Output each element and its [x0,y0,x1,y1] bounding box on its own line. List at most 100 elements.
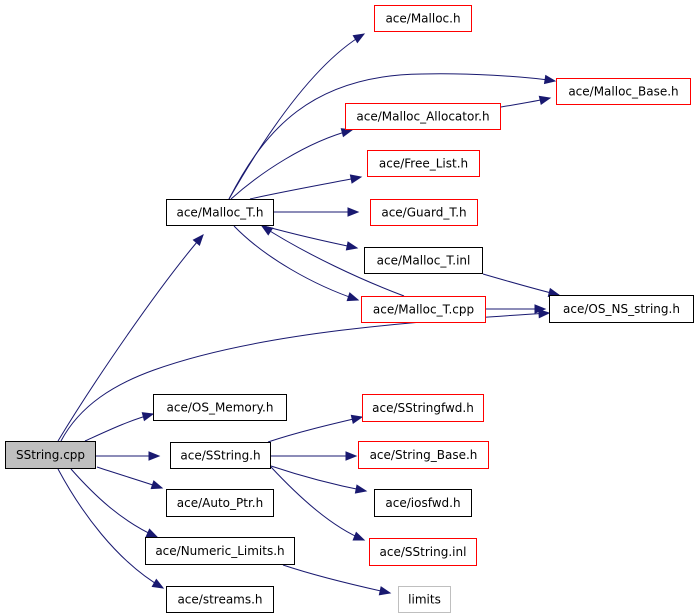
node-malloc-base-h[interactable]: ace/Malloc_Base.h [556,78,691,105]
edge-line [270,465,367,492]
arrowhead-icon [345,241,359,251]
arrowhead-icon [347,207,360,217]
node-box[interactable] [361,296,486,323]
node-box[interactable] [166,199,274,226]
arrowhead-icon [378,586,392,596]
node-label: ace/OS_NS_string.h [563,302,680,316]
node-label: ace/Malloc.h [385,12,460,26]
node-box[interactable] [358,441,489,469]
node-os-ns-string-h[interactable]: ace/OS_NS_string.h [549,295,694,323]
edge-numeric-limits-h-to-limits [282,564,392,596]
edge-sstring-cpp-to-malloc-t-h [57,233,204,442]
node-streams-h[interactable]: ace/streams.h [166,586,274,613]
edge-malloc-t-h-to-malloc-base-h [228,73,557,200]
node-sstring-h[interactable]: ace/SString.h [170,442,271,469]
arrowhead-icon [141,412,155,422]
arrowhead-icon [352,531,366,541]
edge-line [261,225,405,297]
edge-sstring-cpp-to-sstring-h [96,451,161,461]
edge-sstring-cpp-to-numeric-limits-h [70,468,159,538]
edge-sstring-h-to-sstring-inl [270,466,366,541]
edge-line [84,413,154,442]
edge-line [233,225,359,301]
node-box[interactable] [145,537,295,565]
edge-sstring-h-to-sstringfwd-h [267,414,364,443]
node-sstring-cpp[interactable]: SString.cpp [5,441,96,469]
arrowhead-icon [150,480,164,490]
arrowhead-icon [192,233,204,247]
node-malloc-t-cpp[interactable]: ace/Malloc_T.cpp [361,296,486,323]
node-label: ace/Malloc_Allocator.h [356,110,489,124]
arrowhead-icon [260,225,274,236]
node-box[interactable] [170,442,271,469]
node-malloc-t-inl[interactable]: ace/Malloc_T.inl [364,247,483,274]
node-malloc-allocator-h[interactable]: ace/Malloc_Allocator.h [345,103,501,130]
edge-line [70,468,158,538]
node-label: ace/Malloc_T.h [176,206,263,220]
node-label: ace/SString.h [180,449,260,463]
node-limits[interactable]: limits [398,586,451,613]
node-malloc-t-h[interactable]: ace/Malloc_T.h [166,199,274,226]
arrowhead-icon [345,451,358,461]
node-iosfwd-h[interactable]: ace/iosfwd.h [374,489,472,517]
node-malloc-h[interactable]: ace/Malloc.h [374,5,472,32]
edge-sstring-h-to-string-base-h [271,451,358,461]
node-string-base-h[interactable]: ace/String_Base.h [358,441,489,469]
edge-line [228,73,556,200]
arrowhead-icon [354,484,368,494]
node-box[interactable] [374,489,472,517]
edge-malloc-t-h-to-free-list-h [249,174,363,200]
edge-line [263,225,358,249]
arrowhead-icon [352,33,366,44]
node-auto-ptr-h[interactable]: ace/Auto_Ptr.h [166,489,274,517]
edge-line [270,466,365,541]
node-label: ace/Guard_T.h [381,206,466,220]
node-label: ace/iosfwd.h [385,496,460,510]
node-box[interactable] [556,78,691,105]
node-label: ace/streams.h [177,593,262,607]
edge-line [57,234,204,442]
node-label: ace/Free_List.h [379,157,468,171]
edge-line [230,129,353,200]
arrowhead-icon [151,578,165,589]
edge-malloc-t-cpp-to-malloc-t-h [260,225,405,297]
node-label: ace/SString.inl [380,545,467,559]
arrowhead-icon [350,414,364,425]
node-sstring-inl[interactable]: ace/SString.inl [369,538,477,566]
node-box[interactable] [549,295,694,323]
edge-line [482,273,560,296]
node-box[interactable] [166,489,274,517]
node-box[interactable] [362,394,484,422]
node-box[interactable] [374,5,472,32]
node-label: ace/String_Base.h [370,448,478,462]
edges-layer [57,33,561,596]
node-label: ace/Malloc_T.cpp [373,303,474,317]
node-free-list-h[interactable]: ace/Free_List.h [367,150,480,177]
node-box[interactable] [345,103,501,130]
arrowhead-icon [538,95,552,105]
node-numeric-limits-h[interactable]: ace/Numeric_Limits.h [145,537,295,565]
node-sstringfwd-h[interactable]: ace/SStringfwd.h [362,394,484,422]
node-label: limits [408,593,441,607]
edge-sstring-cpp-to-os-memory-h [84,412,155,442]
arrowhead-icon [534,304,547,314]
node-box[interactable] [370,199,478,226]
node-box[interactable] [5,441,96,469]
node-box[interactable] [398,586,451,613]
edge-sstring-cpp-to-auto-ptr-h [96,466,164,490]
node-label: SString.cpp [16,448,85,462]
node-box[interactable] [153,394,287,421]
node-guard-t-h[interactable]: ace/Guard_T.h [370,199,478,226]
arrowhead-icon [346,292,360,302]
node-box[interactable] [369,538,477,566]
node-os-memory-h[interactable]: ace/OS_Memory.h [153,394,287,421]
node-box[interactable] [166,586,274,613]
arrowhead-icon [538,308,551,319]
edge-malloc-t-inl-to-os-ns-string-h [482,273,561,298]
arrowhead-icon [349,174,363,184]
node-box[interactable] [364,247,483,274]
edge-sstring-cpp-to-streams-h [57,468,165,589]
node-box[interactable] [367,150,480,177]
arrowhead-icon [148,451,161,461]
